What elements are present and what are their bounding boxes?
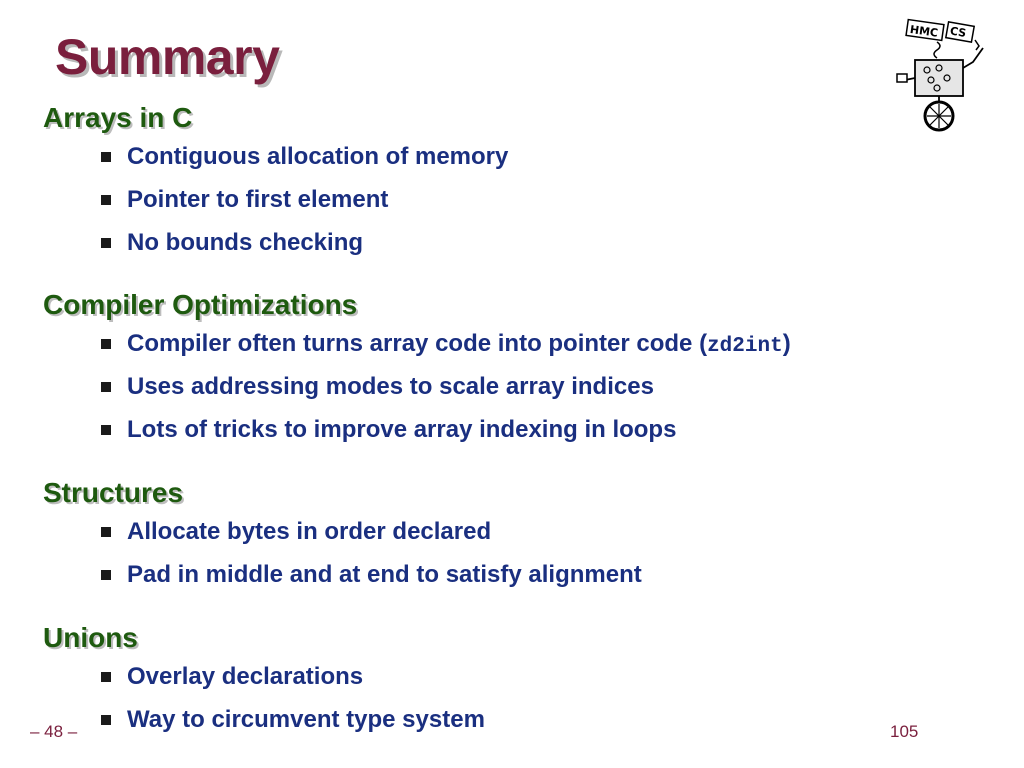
list-item-text: Pad in middle and at end to satisfy alig… <box>127 561 642 588</box>
square-bullet-icon <box>101 152 111 162</box>
list-item: Way to circumvent type system <box>43 705 485 748</box>
section-heading: Structures <box>43 477 184 508</box>
list-item-text: No bounds checking <box>127 229 364 256</box>
square-bullet-icon <box>101 339 111 349</box>
section-heading: Unions <box>43 622 138 653</box>
square-bullet-icon <box>101 195 111 205</box>
list-item: Pad in middle and at end to satisfy alig… <box>43 560 642 603</box>
section-unions: Unions Overlay declarations Way to circu… <box>43 620 485 748</box>
code-snippet: zd2int <box>707 335 783 358</box>
section-arrays-in-c: Arrays in C Contiguous allocation of mem… <box>43 100 508 271</box>
list-item-text-suffix: ) <box>782 330 791 357</box>
list-item-text: Contiguous allocation of memory <box>127 143 509 170</box>
list-item: Uses addressing modes to scale array ind… <box>43 372 791 415</box>
section-heading: Arrays in C <box>43 102 193 133</box>
bullet-list: Overlay declarations Way to circumvent t… <box>43 662 485 748</box>
bullet-list: Contiguous allocation of memory Pointer … <box>43 142 508 271</box>
square-bullet-icon <box>101 425 111 435</box>
square-bullet-icon <box>101 672 111 682</box>
square-bullet-icon <box>101 570 111 580</box>
list-item: Overlay declarations <box>43 662 485 705</box>
square-bullet-icon <box>101 527 111 537</box>
section-heading: Compiler Optimizations <box>43 289 358 320</box>
list-item-text: Allocate bytes in order declared <box>127 518 492 545</box>
slide-number: 105 <box>890 722 919 741</box>
section-compiler-optimizations: Compiler Optimizations Compiler often tu… <box>43 287 791 458</box>
list-item-text: Uses addressing modes to scale array ind… <box>127 373 654 400</box>
list-item-text: Pointer to first element <box>127 186 389 213</box>
list-item: Pointer to first element <box>43 185 508 228</box>
logo-label-left: HMC <box>909 23 939 40</box>
bullet-list: Compiler often turns array code into poi… <box>43 329 791 458</box>
list-item: Allocate bytes in order declared <box>43 517 642 560</box>
list-item: No bounds checking <box>43 228 508 271</box>
list-item-text: Compiler often turns array code into poi… <box>127 330 708 357</box>
logo-label-right: CS <box>949 24 967 40</box>
slide-title: Summary <box>55 29 280 85</box>
list-item: Compiler often turns array code into poi… <box>43 329 791 372</box>
square-bullet-icon <box>101 382 111 392</box>
list-item: Lots of tricks to improve array indexing… <box>43 415 791 458</box>
robot-mascot-icon: HMC CS <box>896 18 984 132</box>
list-item-text: Way to circumvent type system <box>127 706 485 733</box>
page-label: – 48 – <box>30 722 78 741</box>
square-bullet-icon <box>101 238 111 248</box>
bullet-list: Allocate bytes in order declared Pad in … <box>43 517 642 603</box>
list-item-text: Overlay declarations <box>127 663 364 690</box>
list-item: Contiguous allocation of memory <box>43 142 508 185</box>
list-item-text: Lots of tricks to improve array indexing… <box>127 416 677 443</box>
square-bullet-icon <box>101 715 111 725</box>
section-structures: Structures Allocate bytes in order decla… <box>43 475 642 603</box>
